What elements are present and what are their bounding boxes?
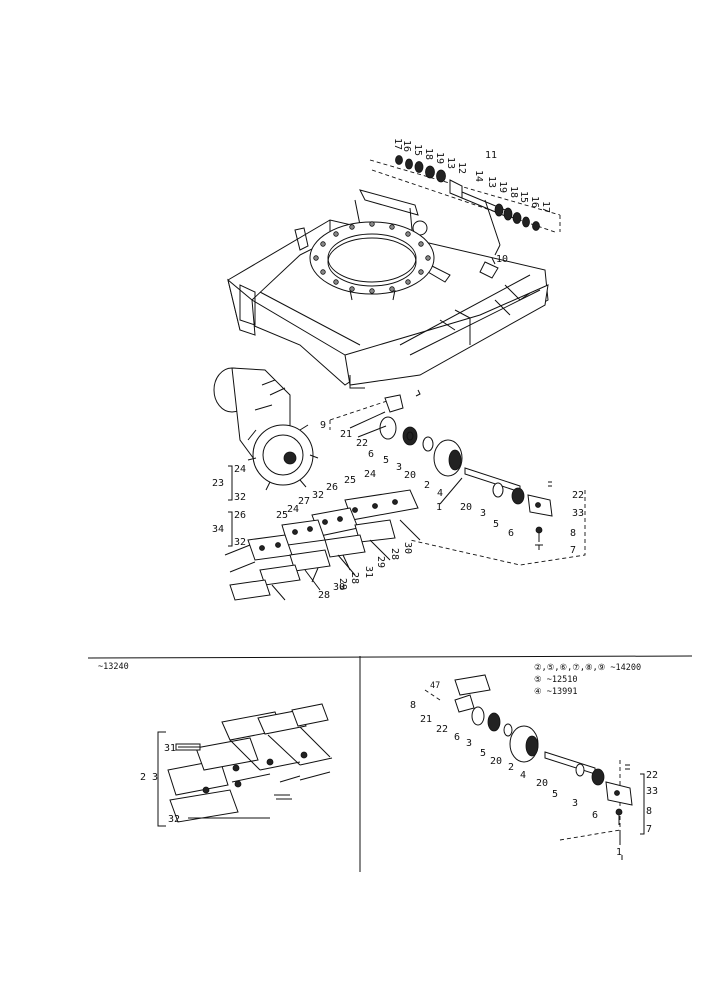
callout-3: 3 bbox=[396, 462, 402, 473]
lr-callout-22b: 22 bbox=[646, 770, 658, 781]
callout-25: 25 bbox=[276, 510, 288, 521]
lr-callout-5b: 5 bbox=[552, 789, 558, 800]
callout-22b: 22 bbox=[572, 490, 584, 501]
section-dividers bbox=[87, 655, 693, 872]
callout-30b: 30 bbox=[333, 582, 345, 593]
ll-callout-32: 32 bbox=[168, 814, 180, 825]
callout-29: 29 bbox=[337, 578, 348, 590]
lower-right-panel: ②,⑤,⑥,⑦,⑧,⑨ ~14200 ⑤ ~12510 ④ ~13991 47 … bbox=[410, 663, 658, 860]
callout-2: 2 bbox=[424, 480, 430, 491]
lr-callout-7: 7 bbox=[646, 824, 652, 835]
callout-25b: 25 bbox=[344, 475, 356, 486]
callout-9: 9 bbox=[320, 420, 326, 431]
callout-3b: 3 bbox=[480, 508, 486, 519]
callout-19b: 19 bbox=[497, 181, 508, 193]
callout-24b: 24 bbox=[287, 504, 299, 515]
callout-20: 20 bbox=[404, 470, 416, 481]
lr-callout-33: 33 bbox=[646, 786, 658, 797]
callout-24: 24 bbox=[234, 464, 246, 475]
lr-note-2: ⑤ ~12510 bbox=[534, 675, 577, 685]
callout-27: 27 bbox=[298, 496, 310, 507]
callout-32c: 32 bbox=[312, 490, 324, 501]
lr-callout-20b: 20 bbox=[536, 778, 548, 789]
callout-34: 34 bbox=[212, 524, 224, 535]
callout-11: 11 bbox=[485, 150, 497, 161]
callout-29b: 29 bbox=[375, 556, 386, 568]
callout-13: 13 bbox=[445, 157, 456, 169]
callout-26b: 26 bbox=[326, 482, 338, 493]
track-shoe-chain bbox=[224, 489, 421, 601]
lr-callout-labels: 47 8 21 22 6 3 5 20 2 4 20 5 3 6 22 33 8… bbox=[410, 681, 658, 858]
callout-16: 16 bbox=[401, 140, 412, 152]
lr-callout-6: 6 bbox=[454, 732, 460, 743]
lr-note-1: ②,⑤,⑥,⑦,⑧,⑨ ~14200 bbox=[534, 663, 641, 673]
travel-motor-sprocket bbox=[213, 367, 319, 491]
callout-12: 12 bbox=[456, 162, 467, 174]
callout-17: 17 bbox=[392, 138, 403, 150]
lower-left-heading: ~13240 bbox=[98, 662, 129, 672]
lr-callout-2: 2 bbox=[508, 762, 514, 773]
lr-callout-3b: 3 bbox=[572, 798, 578, 809]
callout-32: 32 bbox=[234, 492, 246, 503]
callout-30: 30 bbox=[402, 542, 413, 554]
ll-callout-31: 31 bbox=[164, 743, 176, 754]
ll-callout-23: 2 3 bbox=[140, 772, 158, 783]
callout-8: 8 bbox=[570, 528, 576, 539]
lr-callout-6b: 6 bbox=[592, 810, 598, 821]
callout-23: 23 bbox=[212, 478, 224, 489]
callout-7: 7 bbox=[570, 545, 576, 556]
callout-33: 33 bbox=[572, 508, 584, 519]
lr-callout-8: 8 bbox=[410, 700, 416, 711]
callout-17b: 17 bbox=[540, 201, 551, 213]
callout-19: 19 bbox=[434, 152, 445, 164]
callout-24c: 24 bbox=[364, 469, 376, 480]
callout-5: 5 bbox=[383, 455, 389, 466]
callout-15: 15 bbox=[412, 144, 423, 156]
main-exploded-view: 17 16 15 18 19 13 12 11 14 13 19 18 15 1… bbox=[212, 138, 586, 601]
callout-4: 4 bbox=[437, 488, 443, 499]
lr-callout-47: 47 bbox=[430, 681, 440, 691]
callout-31: 31 bbox=[363, 566, 374, 578]
lr-callout-22: 22 bbox=[436, 724, 448, 735]
lr-callout-4: 4 bbox=[520, 770, 526, 781]
lr-callout-5: 5 bbox=[480, 748, 486, 759]
callout-5b: 5 bbox=[493, 519, 499, 530]
callout-15b: 15 bbox=[518, 191, 529, 203]
callout-26: 26 bbox=[234, 510, 246, 521]
callout-18b: 18 bbox=[508, 186, 519, 198]
main-leader-lines bbox=[228, 257, 496, 547]
lr-note-3: ④ ~13991 bbox=[534, 687, 577, 697]
lr-callout-3: 3 bbox=[466, 738, 472, 749]
main-callout-labels: 17 16 15 18 19 13 12 11 14 13 19 18 15 1… bbox=[212, 138, 584, 601]
lr-callout-8b: 8 bbox=[646, 806, 652, 817]
pin-assembly-row bbox=[369, 155, 561, 279]
callout-13b: 13 bbox=[486, 176, 497, 188]
callout-14: 14 bbox=[473, 170, 484, 182]
lr-callout-21: 21 bbox=[420, 714, 432, 725]
callout-18: 18 bbox=[423, 148, 434, 160]
callout-28: 28 bbox=[349, 572, 360, 584]
ll-bracket bbox=[157, 731, 270, 827]
callout-10: 10 bbox=[496, 254, 508, 265]
callout-28b: 28 bbox=[389, 548, 400, 560]
swing-ring bbox=[309, 221, 435, 301]
callout-16b: 16 bbox=[529, 196, 540, 208]
lr-idler-assembly bbox=[424, 674, 633, 860]
callout-6: 6 bbox=[368, 449, 374, 460]
callout-1: 1 bbox=[436, 502, 442, 513]
callout-22: 22 bbox=[356, 438, 368, 449]
lr-callout-20: 20 bbox=[490, 756, 502, 767]
lower-left-panel: ~13240 31 2 3 bbox=[98, 662, 333, 827]
callout-20b: 20 bbox=[460, 502, 472, 513]
callout-32b: 32 bbox=[234, 537, 246, 548]
callout-28c: 28 bbox=[318, 590, 330, 601]
lr-callout-1: 1 bbox=[616, 847, 622, 858]
track-frame-body bbox=[227, 189, 549, 389]
ll-track-chain bbox=[167, 703, 333, 823]
callout-21: 21 bbox=[340, 429, 352, 440]
idler-roller-row bbox=[329, 389, 586, 566]
callout-6b: 6 bbox=[508, 528, 514, 539]
